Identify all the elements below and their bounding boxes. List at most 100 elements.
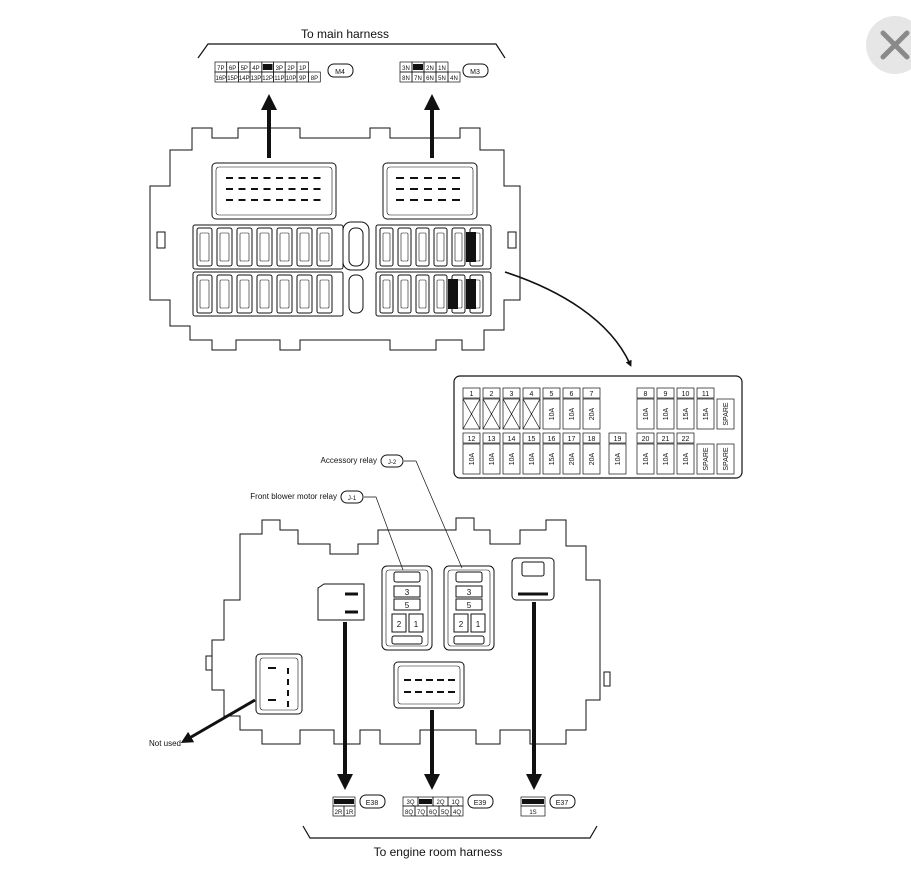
fuse-rating: 20A xyxy=(569,452,576,465)
fuse-slot xyxy=(397,227,412,267)
pin-label: 6P xyxy=(229,66,236,72)
fuse-rating-cell xyxy=(608,443,627,475)
arrow-not-used xyxy=(180,698,256,744)
fuse-rating-cell xyxy=(676,398,695,430)
fuse-rating-cell xyxy=(562,398,581,430)
pin-label: 14P xyxy=(239,76,250,82)
fuse-slot xyxy=(236,227,253,267)
fuse-number-cell xyxy=(562,387,581,399)
fuse-slot-inner xyxy=(382,279,391,309)
fuse-slot xyxy=(296,274,313,314)
pin-label: 4Q xyxy=(453,810,461,816)
fuse-rating-cell xyxy=(562,443,581,475)
fuse-rating-cell xyxy=(482,398,501,430)
fuse-rating: 10A xyxy=(663,452,670,465)
fuse-number-cell xyxy=(502,387,521,399)
close-button[interactable] xyxy=(866,16,911,74)
close-icon xyxy=(880,30,910,60)
pin-label: 6Q xyxy=(429,810,437,816)
fuse-number: 2 xyxy=(490,391,494,398)
arrow-to-fuse-legend xyxy=(504,271,632,367)
fuse-number-cell xyxy=(676,387,695,399)
pin-label: 8N xyxy=(402,76,410,82)
fuse-rating: 10A xyxy=(509,452,516,465)
fuse-slot-inner xyxy=(436,232,445,262)
unused-connector-socket xyxy=(255,653,303,715)
fuse-number-cell xyxy=(608,432,627,444)
fuse-rating-cell xyxy=(656,443,675,475)
fuse-number: 1 xyxy=(470,391,474,398)
relay-clip xyxy=(453,635,485,645)
pin-label: 12P xyxy=(262,76,273,82)
fuse-number: 8 xyxy=(644,391,648,398)
fuse-slot xyxy=(415,227,430,267)
key-block xyxy=(419,799,432,804)
pin-cell xyxy=(343,805,356,817)
fuse-rating: 15A xyxy=(683,407,690,420)
pin-cell xyxy=(450,805,464,817)
relay-pin-cell xyxy=(391,613,407,633)
pin-label: 2Q xyxy=(436,800,444,806)
pin-label: 15P xyxy=(227,76,238,82)
fuse-rating-cell xyxy=(636,398,655,430)
fuse-number: 7 xyxy=(590,391,594,398)
fuse-slot-inner xyxy=(299,279,310,309)
fuse-number: 4 xyxy=(530,391,534,398)
pin-label: 10P xyxy=(286,76,297,82)
pin-cell xyxy=(308,71,321,83)
fuse-slot-inner xyxy=(219,279,230,309)
fuse-slot-inner xyxy=(219,232,230,262)
fuse-rating-cell xyxy=(676,443,695,475)
pin-label: 3N xyxy=(402,66,410,72)
fuse-number-cell xyxy=(482,432,501,444)
fuse-rating: 10A xyxy=(469,452,476,465)
fuse-slot-inner xyxy=(259,232,270,262)
fuse-slot-inner xyxy=(199,279,210,309)
relay-latch xyxy=(393,571,421,583)
e38-code: E38 xyxy=(366,800,379,807)
fuse-number-cell xyxy=(462,387,481,399)
fuse-slot-inner xyxy=(279,232,290,262)
relay-pin-cell xyxy=(453,613,469,633)
fuse-slot-inner xyxy=(400,232,409,262)
fuse-slot-filled xyxy=(466,232,476,262)
pin-label: 5Q xyxy=(441,810,449,816)
fuse-number: 13 xyxy=(488,436,496,443)
blower-relay-code: J-1 xyxy=(348,496,357,502)
upper-fuse-block xyxy=(149,127,521,351)
bottom-bracket xyxy=(302,825,598,839)
fuse-rating-cell xyxy=(696,398,715,430)
fuse-slot-inner xyxy=(239,232,250,262)
fuse-number-cell xyxy=(676,432,695,444)
fuse-rating: 20A xyxy=(589,452,596,465)
accessory-relay-leader xyxy=(404,460,463,569)
fuse-number: 16 xyxy=(548,436,556,443)
fuse-slot xyxy=(216,274,233,314)
fuse-slot xyxy=(276,227,293,267)
pin-label: 16P xyxy=(216,76,227,82)
fuse-number: 20 xyxy=(642,436,650,443)
fuse-slot xyxy=(451,227,466,267)
fuse-number: 15 xyxy=(528,436,536,443)
fuse-number-cell xyxy=(482,387,501,399)
e39-socket xyxy=(393,661,465,709)
fuse-slot xyxy=(256,227,273,267)
e37-socket xyxy=(511,557,555,601)
pin-label: 8Q xyxy=(405,810,413,816)
fuse-slot-inner xyxy=(400,279,409,309)
fuse-rating: 15A xyxy=(549,452,556,465)
fuse-rating-cell xyxy=(542,398,561,430)
fuse-rating-cell xyxy=(582,443,601,475)
pin-label: 2N xyxy=(426,66,434,72)
fuse-number-cell xyxy=(656,387,675,399)
fuse-rating-cell xyxy=(656,398,675,430)
fuse-slot-inner xyxy=(319,232,330,262)
pin-label: 5P xyxy=(241,66,248,72)
fuse-number-cell xyxy=(656,432,675,444)
fuse-rating: 10A xyxy=(643,407,650,420)
